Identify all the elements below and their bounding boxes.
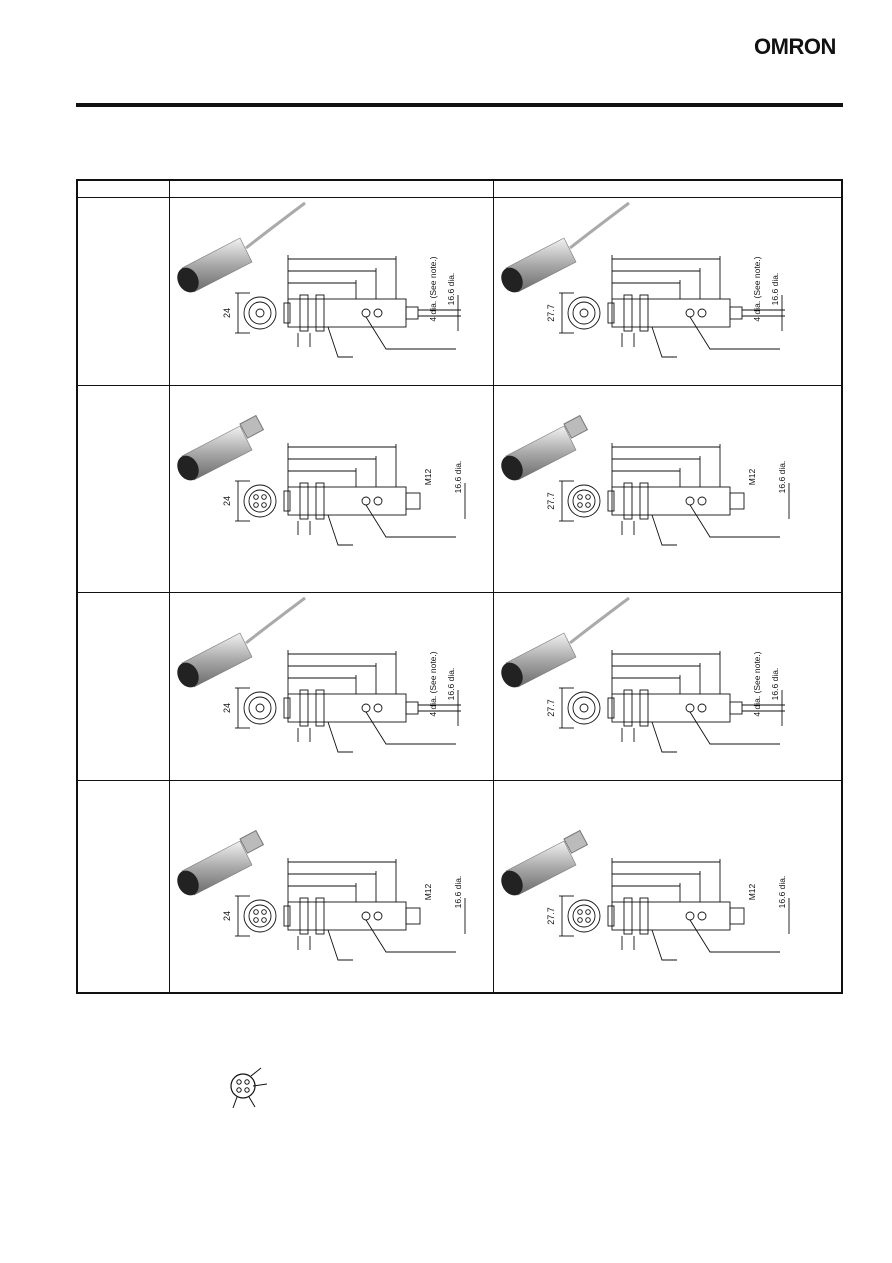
body-dia-label: 16.6 dia. <box>770 668 780 701</box>
end-view-icon <box>567 899 601 933</box>
connector-pin-icon <box>230 1067 268 1109</box>
sensor-photo-icon <box>501 414 589 481</box>
sensor-photo-icon <box>177 414 265 481</box>
column-divider-2 <box>493 181 494 992</box>
end-view-icon <box>567 691 601 725</box>
row-divider-3 <box>78 780 841 781</box>
body-dia-label: 16.6 dia. <box>770 273 780 306</box>
column-divider-1 <box>169 181 170 992</box>
height-dimension-label: 27.7 <box>546 492 556 510</box>
height-dimension-label: 24 <box>222 496 232 506</box>
row-divider-1 <box>78 385 841 386</box>
end-view-icon <box>567 484 601 518</box>
cable-dia-label: 4 dia. (See note.) <box>752 256 762 321</box>
height-dimension-label: 24 <box>222 911 232 921</box>
thread-size-label: M12 <box>747 883 757 900</box>
omron-logo: OMRON <box>754 34 836 59</box>
body-dia-label: 16.6 dia. <box>453 876 463 909</box>
drawing-cell-row3-right: 27.7 4 dia. (See note.) 16.6 dia. <box>494 593 839 780</box>
height-dimension-label: 24 <box>222 308 232 318</box>
drawing-cell-row4-left: 24 M12 16.6 dia. <box>170 781 492 992</box>
sensor-photo-icon <box>501 829 589 896</box>
body-dia-label: 16.6 dia. <box>453 461 463 494</box>
drawing-cell-row3-left: 24 4 dia. (See note.) 16.6 dia. <box>170 593 492 780</box>
end-view-icon <box>243 484 277 518</box>
thread-size-label: M12 <box>747 468 757 485</box>
header-rule <box>76 103 843 107</box>
drawing-cell-row1-left: 24 4 dia. (See note.) 16.6 dia. <box>170 198 492 385</box>
drawing-cell-row4-right: 27.7 M12 16.6 dia. <box>494 781 839 992</box>
thread-size-label: M12 <box>423 883 433 900</box>
height-dimension-label: 27.7 <box>546 699 556 717</box>
height-dimension-label: 27.7 <box>546 304 556 322</box>
body-dia-label: 16.6 dia. <box>777 461 787 494</box>
sensor-photo-icon <box>177 201 306 293</box>
end-view-icon <box>243 899 277 933</box>
drawing-cell-row2-left: 24 M12 16.6 dia. <box>170 386 492 592</box>
header-row-divider <box>78 197 841 198</box>
drawing-cell-row2-right: 27.7 M12 16.6 dia. <box>494 386 839 592</box>
drawing-cell-row1-right: 27.7 4 dia. (See note.) 16.6 dia. <box>494 198 839 385</box>
cable-dia-label: 4 dia. (See note.) <box>428 651 438 716</box>
body-dia-label: 16.6 dia. <box>446 668 456 701</box>
end-view-icon <box>567 296 601 330</box>
end-view-icon <box>243 691 277 725</box>
dimensions-table: 24 4 dia. (See note.) 16.6 dia. 27.7 4 dia.… <box>76 179 843 994</box>
sensor-photo-icon <box>177 829 265 896</box>
cable-dia-label: 4 dia. (See note.) <box>428 256 438 321</box>
end-view-icon <box>243 296 277 330</box>
sensor-photo-icon <box>501 201 630 293</box>
body-dia-label: 16.6 dia. <box>777 876 787 909</box>
height-dimension-label: 27.7 <box>546 907 556 925</box>
cable-dia-label: 4 dia. (See note.) <box>752 651 762 716</box>
sensor-photo-icon <box>501 596 630 688</box>
sensor-photo-icon <box>177 596 306 688</box>
body-dia-label: 16.6 dia. <box>446 273 456 306</box>
row-divider-2 <box>78 592 841 593</box>
thread-size-label: M12 <box>423 468 433 485</box>
height-dimension-label: 24 <box>222 703 232 713</box>
